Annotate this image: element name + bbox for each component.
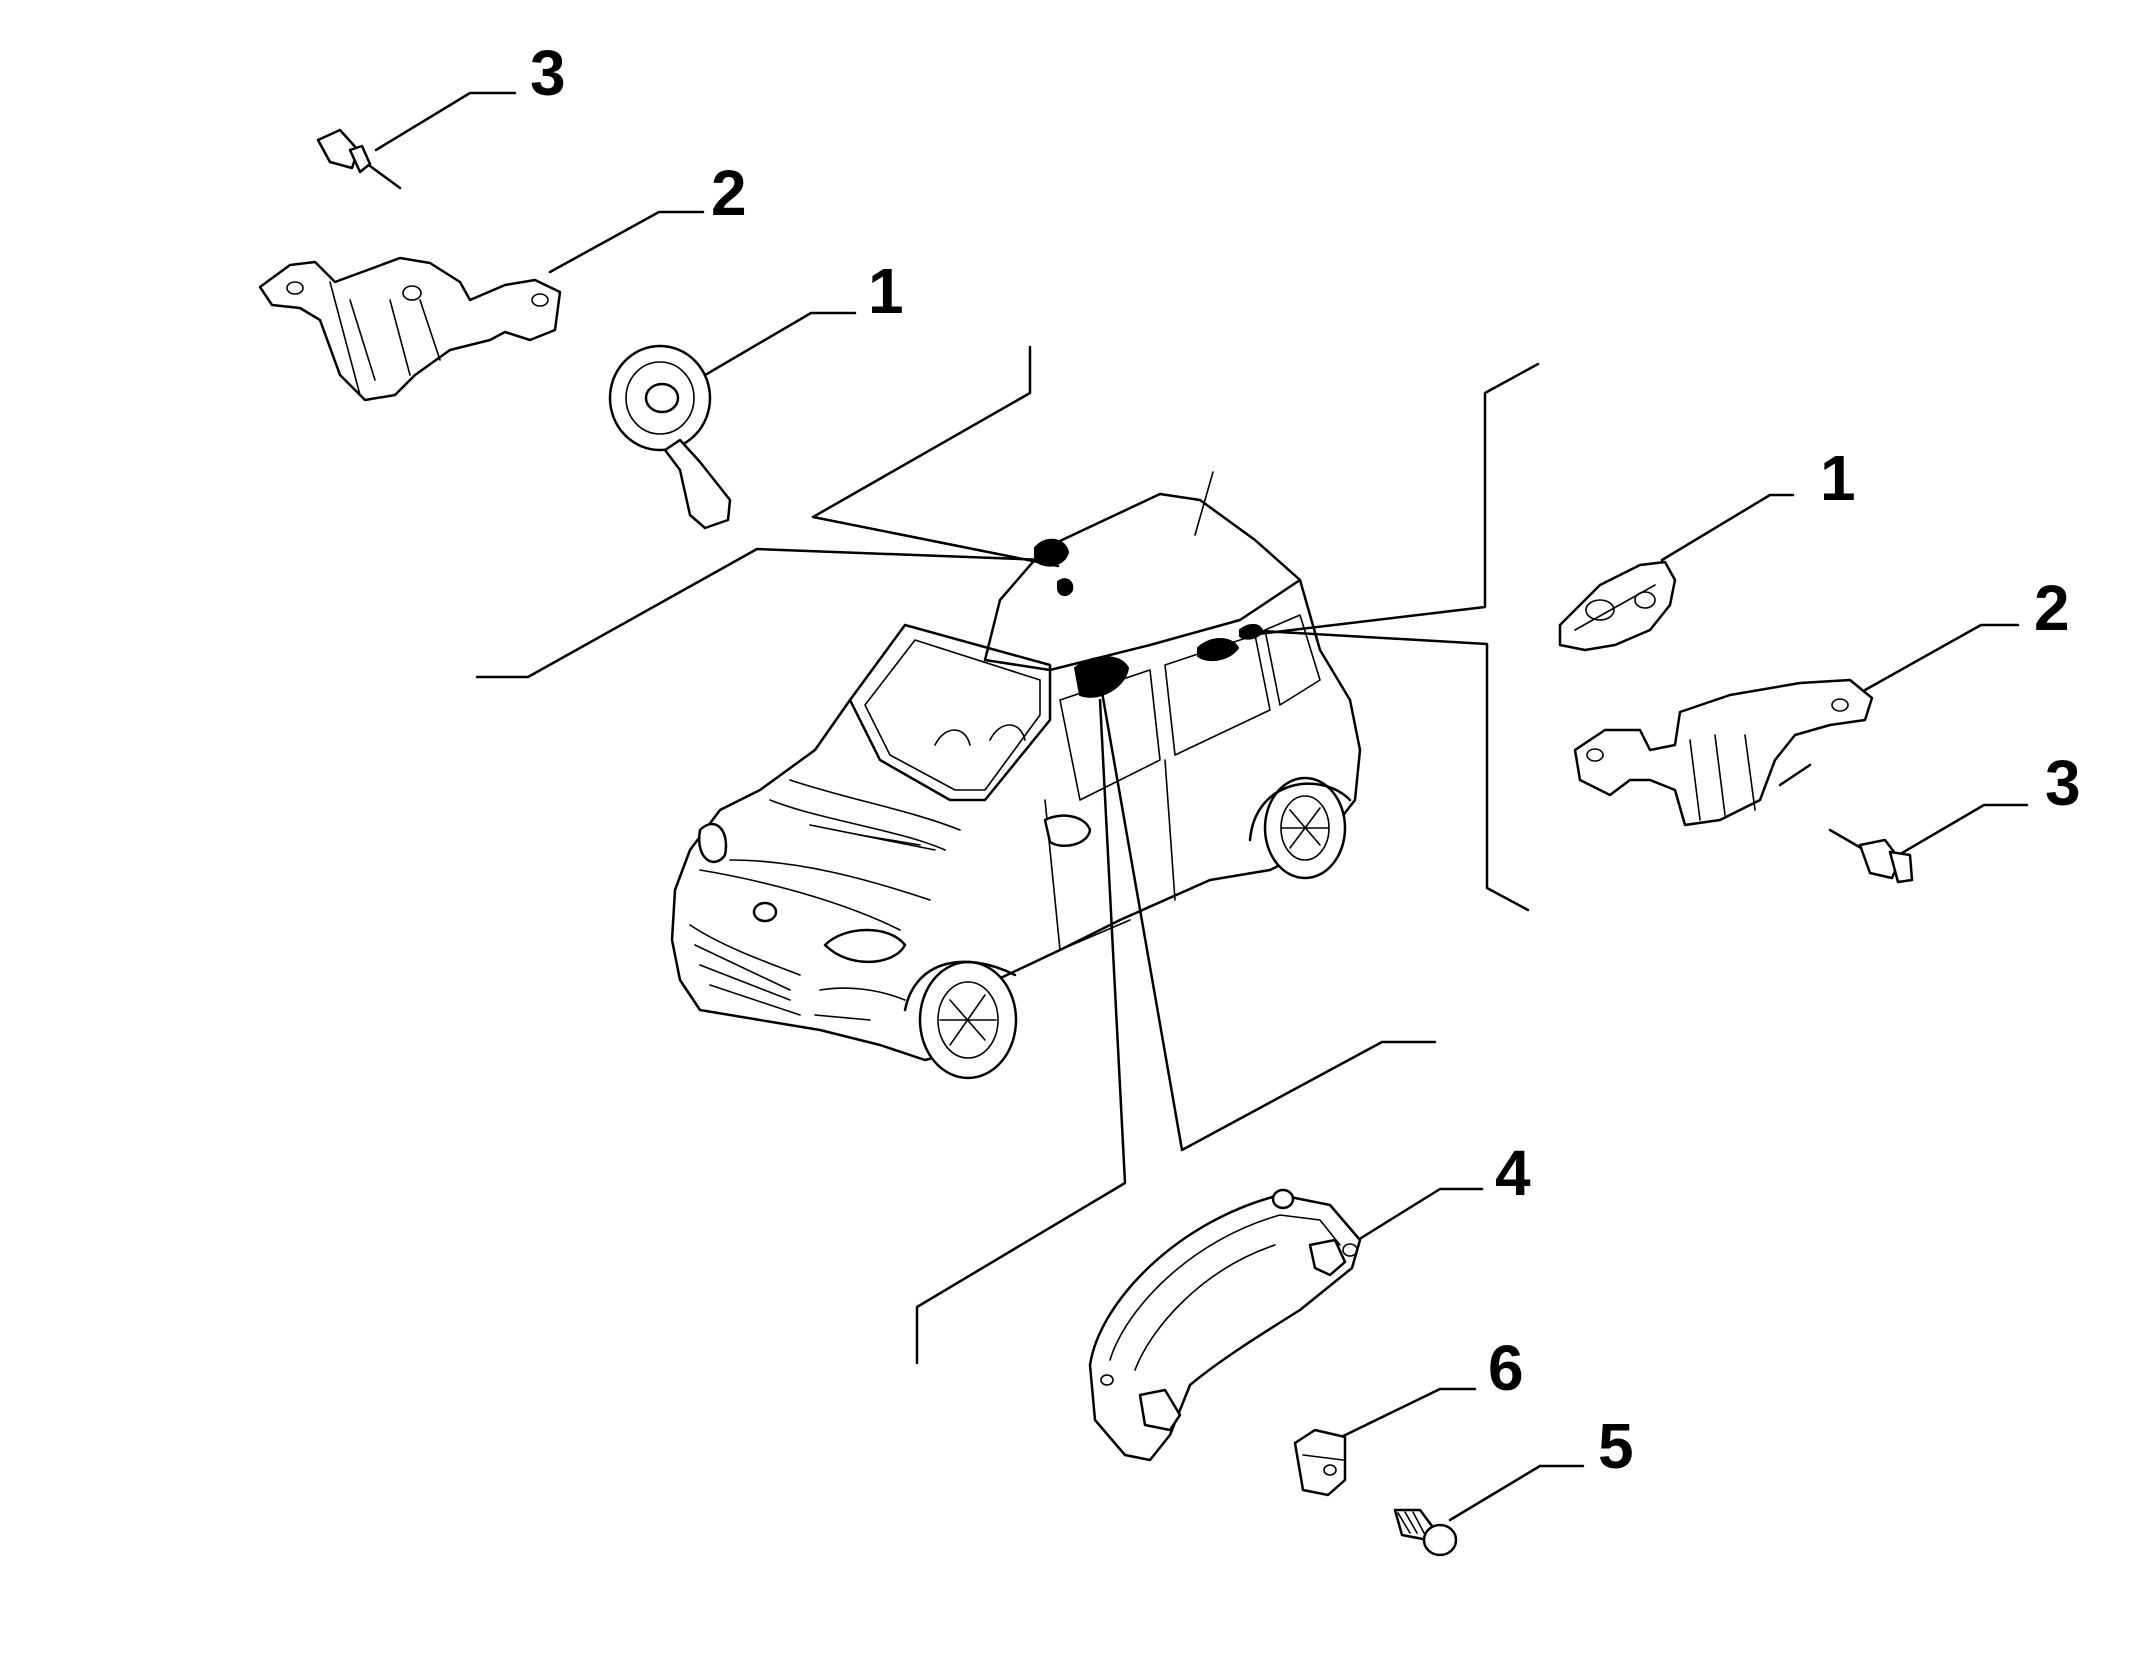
callout-6: 6: [1488, 1332, 1524, 1404]
bolt-right-part: [1828, 828, 1914, 884]
bracket-left-part: [258, 256, 562, 402]
screw-part: [1393, 1508, 1458, 1557]
callout-1-right: 1: [1820, 442, 1856, 514]
grab-handle-part: [1088, 1188, 1362, 1462]
callout-2-right: 2: [2034, 572, 2070, 644]
clip-left-part: [608, 344, 732, 530]
clip-right-part: [1558, 560, 1677, 652]
bracket-right-part: [1573, 678, 1874, 827]
callout-5: 5: [1598, 1410, 1634, 1482]
callout-labels: 3 2 1 1 2 3 4 6 5: [530, 37, 2081, 1482]
callout-2-top-left: 2: [711, 157, 747, 229]
nut-clip-part: [1293, 1428, 1347, 1497]
callout-4: 4: [1495, 1137, 1531, 1209]
callout-3-right: 3: [2045, 747, 2081, 819]
bolt-left-part: [316, 128, 402, 190]
callout-1-top-left: 1: [868, 255, 904, 327]
callout-3-top-left: 3: [530, 37, 566, 109]
leader-lines: [374, 91, 2029, 1522]
car-illustration: [670, 471, 1362, 1080]
